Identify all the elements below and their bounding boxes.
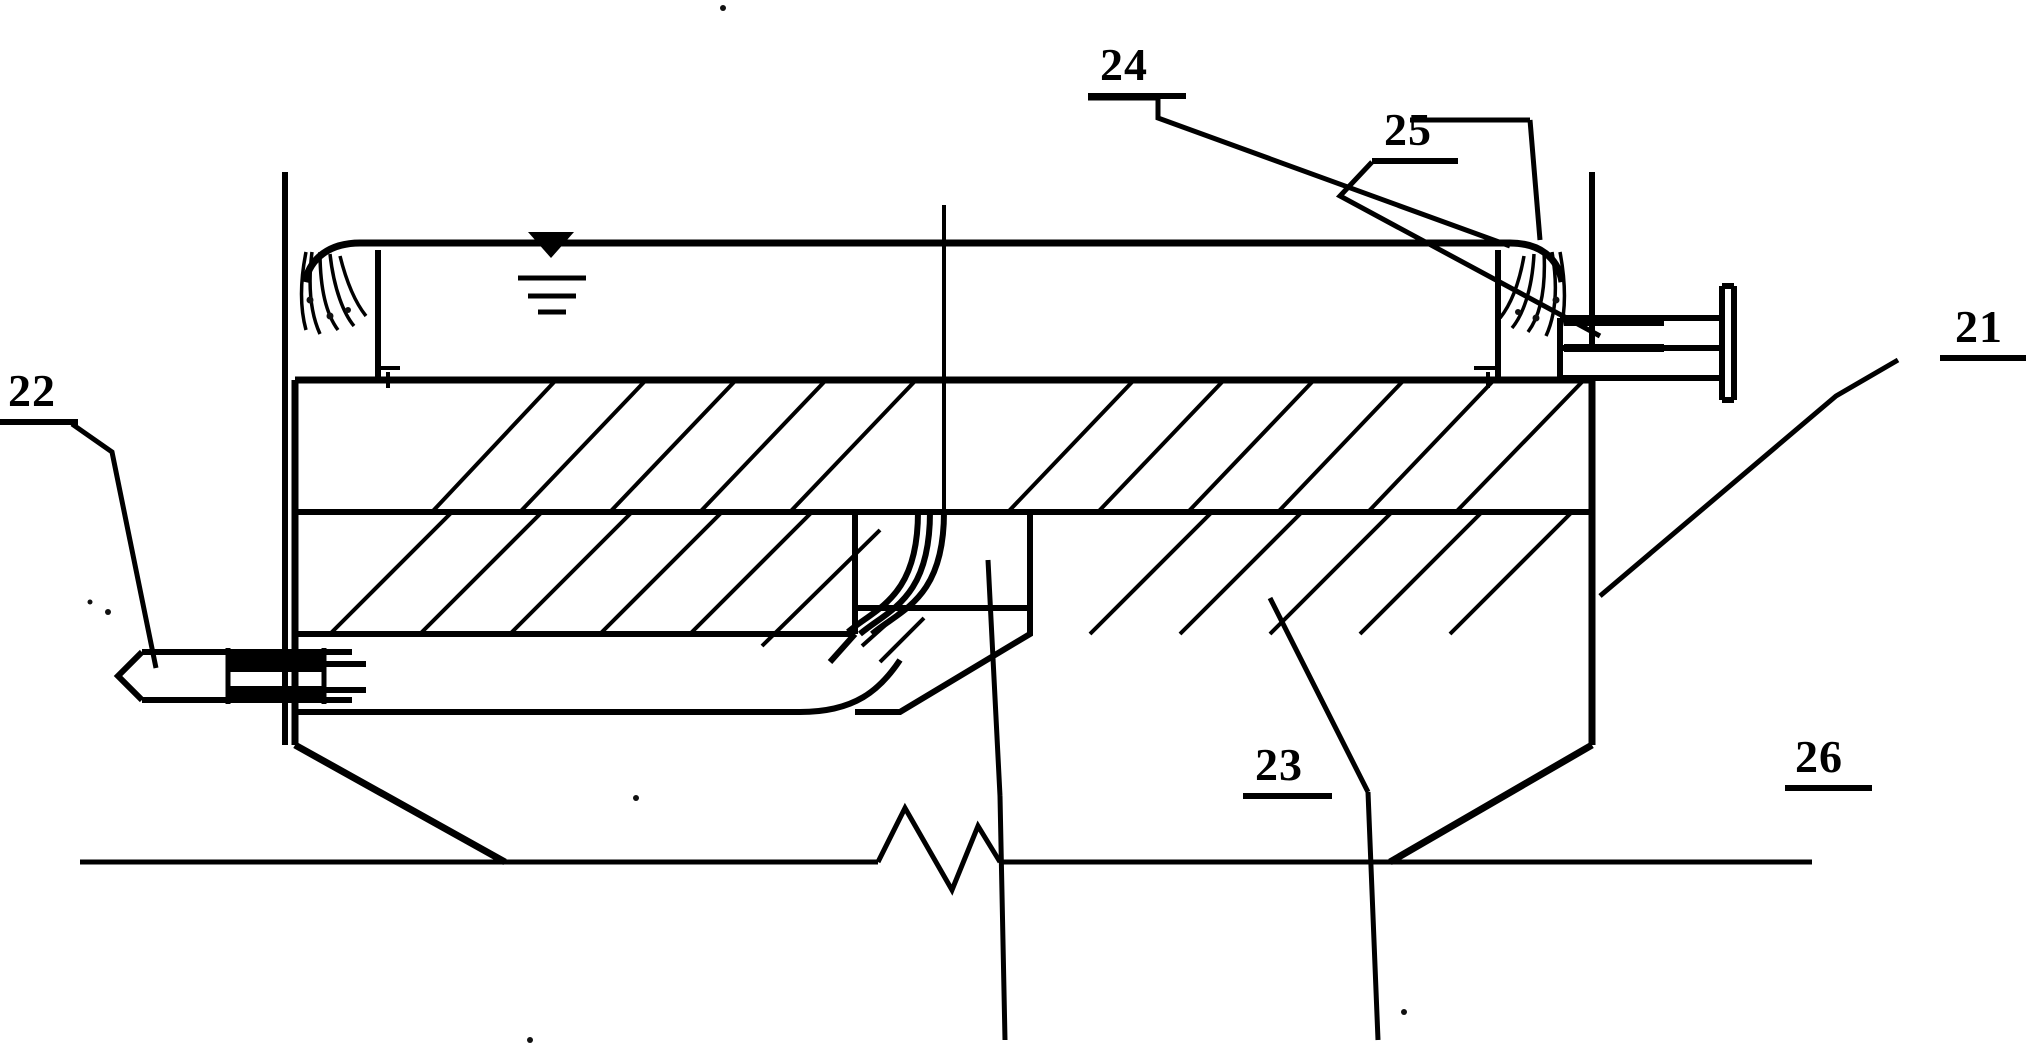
leader-21 [1598, 357, 1900, 598]
leader-25 [1335, 160, 1602, 339]
ref-label-23: 23 [1255, 739, 1303, 790]
ref-label-22: 22 [8, 365, 56, 416]
hatching-upper-right [1006, 378, 1584, 514]
inlet-pipe-22 [113, 648, 366, 704]
ref-label-21: 21 [1955, 301, 2003, 352]
internal-draft-duct-23 [827, 511, 1033, 715]
effluent-outlet-25 [1557, 283, 1737, 403]
ref-label-26: 26 [1795, 731, 1843, 782]
overflow-spray-left [299, 251, 368, 335]
reference-numerals: 24 25 21 22 23 26 [0, 39, 2026, 799]
ref-label-24: 24 [1100, 39, 1148, 90]
hatching-upper-left [430, 378, 918, 514]
hatching-lower-left [328, 510, 882, 648]
scan-specks [87, 5, 1407, 1043]
leader-22 [70, 421, 159, 669]
ground-line [80, 802, 1812, 896]
water-level-symbol [518, 232, 586, 315]
ref-label-25: 25 [1384, 104, 1432, 155]
leader-lines-detail [1410, 117, 1543, 241]
hatching-lower-right [1088, 510, 1574, 636]
leader-26 [1267, 596, 1381, 1041]
leader-23 [985, 559, 1008, 1041]
